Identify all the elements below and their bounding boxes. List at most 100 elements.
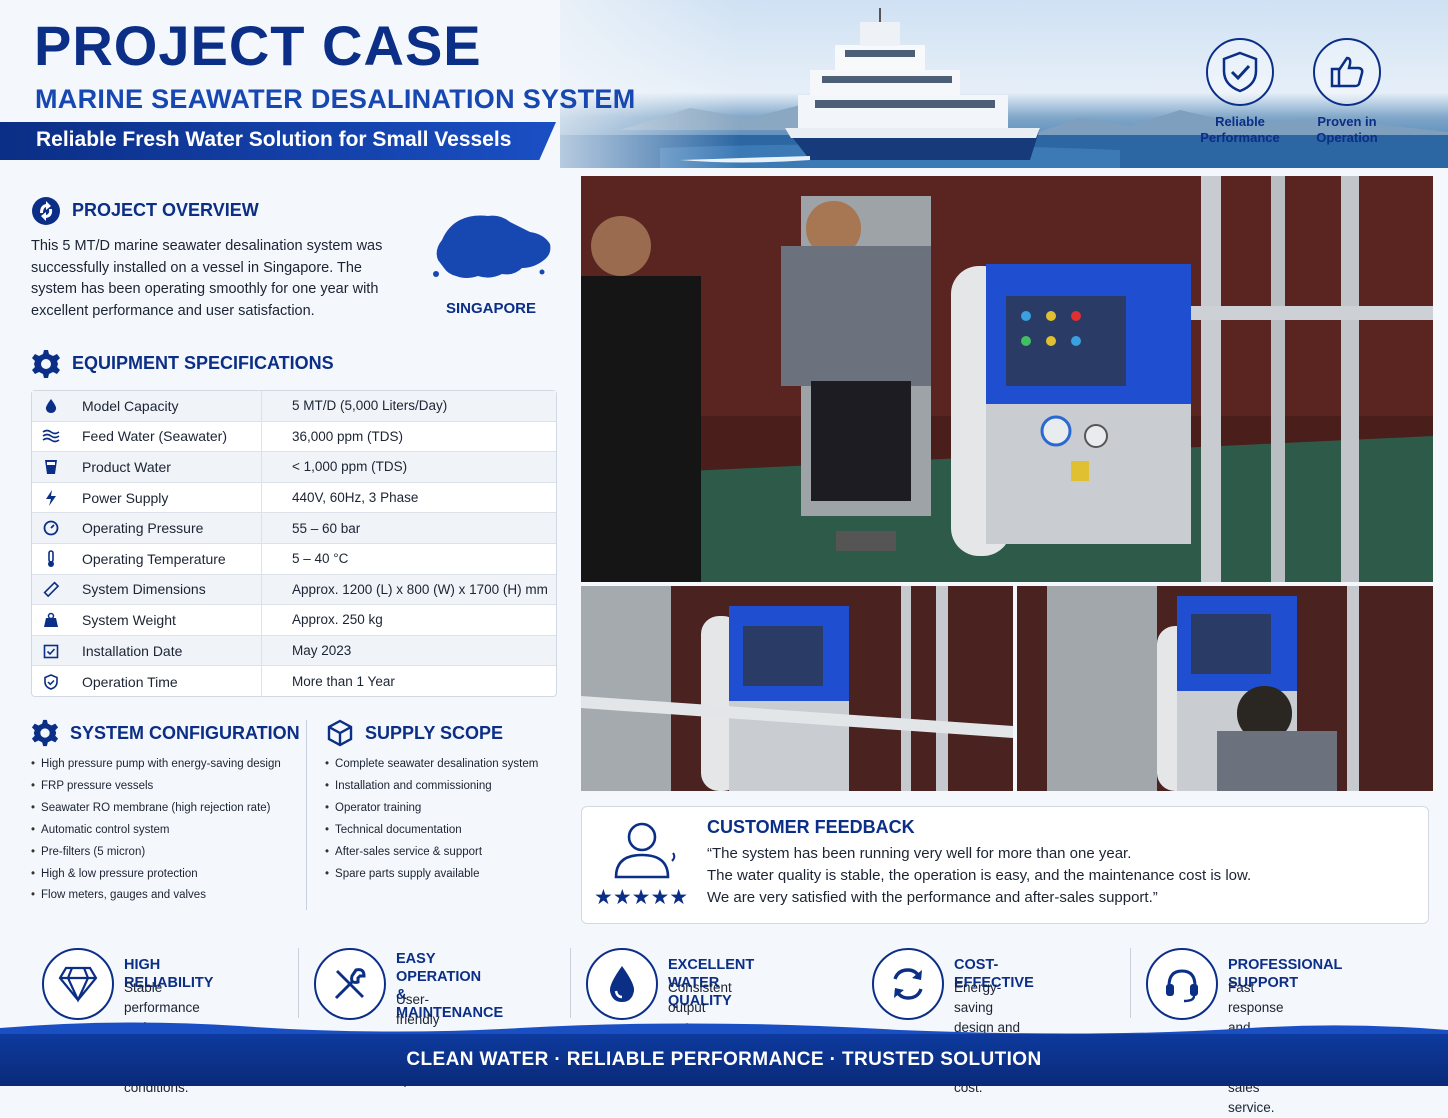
spec-value: Approx. 250 kg bbox=[292, 612, 383, 628]
table-row: System Dimensions Approx. 1200 (L) x 800… bbox=[32, 574, 556, 606]
feedback-quote-line: We are very satisfied with the performan… bbox=[707, 889, 1158, 906]
table-row: Operation Time More than 1 Year bbox=[32, 666, 556, 697]
list-item: Automatic control system bbox=[31, 820, 281, 842]
water-drop-icon bbox=[32, 398, 70, 414]
feature-title: EXCELLENT WATER QUALITY bbox=[668, 957, 755, 1009]
list-item: Spare parts supply available bbox=[325, 864, 538, 886]
table-row: Operating Pressure 55 – 60 bar bbox=[32, 513, 556, 544]
table-row: Model Capacity 5 MT/D (5,000 Liters/Day) bbox=[32, 391, 556, 422]
water-drop-icon bbox=[586, 948, 658, 1020]
spec-key: System Dimensions bbox=[70, 574, 262, 605]
installation-photo-right bbox=[1017, 586, 1433, 791]
tagline-banner: Reliable Fresh Water Solution for Small … bbox=[0, 122, 556, 160]
thermometer-icon bbox=[32, 549, 70, 568]
feature-title: HIGH RELIABILITY bbox=[124, 957, 214, 991]
overview-title: PROJECT OVERVIEW bbox=[72, 200, 259, 220]
list-item: Operator training bbox=[325, 798, 538, 820]
table-row: Feed Water (Seawater) 36,000 ppm (TDS) bbox=[32, 421, 556, 453]
feature-divider bbox=[298, 948, 299, 1018]
feedback-quote-line: The water quality is stable, the operati… bbox=[707, 867, 1252, 884]
supply-title: SUPPLY SCOPE bbox=[365, 723, 504, 743]
weight-icon bbox=[32, 612, 70, 628]
badge-proven-operation: Proven in Operation bbox=[1297, 38, 1397, 147]
list-item: FRP pressure vessels bbox=[31, 776, 281, 798]
specs-table: Model Capacity 5 MT/D (5,000 Liters/Day)… bbox=[31, 390, 557, 697]
list-item: Seawater RO membrane (high rejection rat… bbox=[31, 798, 281, 820]
configuration-title: SYSTEM CONFIGURATION bbox=[70, 723, 300, 743]
spec-key: Feed Water (Seawater) bbox=[70, 421, 262, 452]
lightning-icon bbox=[32, 489, 70, 506]
gauge-icon bbox=[32, 520, 70, 536]
calendar-check-icon bbox=[32, 643, 70, 659]
feature-title: EASY OPERATION & MAINTENANCE bbox=[396, 951, 504, 1021]
table-row: Power Supply 440V, 60Hz, 3 Phase bbox=[32, 482, 556, 514]
gear-icon bbox=[31, 719, 59, 747]
badge-reliable-performance: Reliable Performance bbox=[1190, 38, 1290, 147]
spec-value: 55 – 60 bar bbox=[292, 520, 361, 536]
box-icon bbox=[327, 719, 353, 747]
list-item: After-sales service & support bbox=[325, 842, 538, 864]
page-subtitle: MARINE SEAWATER DESALINATION SYSTEM bbox=[35, 84, 636, 114]
specs-title: EQUIPMENT SPECIFICATIONS bbox=[72, 353, 334, 373]
table-row: Installation Date May 2023 bbox=[32, 635, 556, 667]
footer-slogan: CLEAN WATER · RELIABLE PERFORMANCE · TRU… bbox=[406, 1049, 1042, 1070]
badge-label: Reliable Performance bbox=[1200, 114, 1280, 146]
spec-value: < 1,000 ppm (TDS) bbox=[292, 459, 408, 475]
diamond-icon bbox=[42, 948, 114, 1020]
spec-value: 36,000 ppm (TDS) bbox=[292, 428, 404, 444]
spec-key: Product Water bbox=[70, 452, 262, 482]
spec-key: Operating Pressure bbox=[70, 513, 262, 543]
ruler-icon bbox=[32, 581, 70, 598]
spec-value: More than 1 Year bbox=[292, 674, 395, 690]
refresh-icon bbox=[872, 948, 944, 1020]
spec-value: 5 – 40 °C bbox=[292, 551, 349, 567]
list-item: Installation and commissioning bbox=[325, 776, 538, 798]
list-item: Flow meters, gauges and valves bbox=[31, 885, 281, 907]
gear-icon bbox=[32, 350, 60, 378]
waves-icon bbox=[32, 429, 70, 443]
feature-title: COST-EFFECTIVE bbox=[954, 957, 1034, 991]
rating-stars: ★★★★★ bbox=[594, 886, 689, 909]
cup-icon bbox=[32, 459, 70, 475]
supply-list: Complete seawater desalination system In… bbox=[325, 754, 538, 885]
spec-key: System Weight bbox=[70, 605, 262, 635]
column-divider bbox=[306, 720, 307, 910]
spec-key: Operation Time bbox=[70, 666, 262, 697]
list-item: Technical documentation bbox=[325, 820, 538, 842]
badge-label: Proven in Operation bbox=[1316, 114, 1378, 146]
list-item: High pressure pump with energy-saving de… bbox=[31, 754, 281, 776]
feature-divider bbox=[1130, 948, 1131, 1018]
thumbs-up-icon bbox=[1313, 38, 1381, 106]
spec-value: 5 MT/D (5,000 Liters/Day) bbox=[292, 398, 448, 414]
shield-check-icon bbox=[1206, 38, 1274, 106]
spec-key: Operating Temperature bbox=[70, 543, 262, 574]
table-row: Product Water < 1,000 ppm (TDS) bbox=[32, 452, 556, 483]
customer-user-icon bbox=[614, 822, 676, 879]
spec-key: Model Capacity bbox=[70, 391, 262, 421]
spec-key: Power Supply bbox=[70, 482, 262, 513]
feature-title: PROFESSIONAL SUPPORT bbox=[1228, 957, 1343, 991]
headset-icon bbox=[1146, 948, 1218, 1020]
feedback-quote-line: “The system has been running very well f… bbox=[707, 845, 1132, 862]
singapore-map-icon bbox=[433, 215, 551, 278]
header: PROJECT CASE MARINE SEAWATER DESALINATIO… bbox=[0, 0, 1448, 168]
customer-feedback-card: ★★★★★ CUSTOMER FEEDBACK “The system has … bbox=[581, 806, 1429, 924]
installation-photo-main bbox=[581, 176, 1433, 582]
table-row: Operating Temperature 5 – 40 °C bbox=[32, 543, 556, 575]
spec-value: May 2023 bbox=[292, 643, 352, 659]
list-item: Pre-filters (5 micron) bbox=[31, 842, 281, 864]
shield-icon bbox=[32, 673, 70, 690]
installation-photo-left bbox=[581, 586, 1013, 791]
spec-value: Approx. 1200 (L) x 800 (W) x 1700 (H) mm bbox=[292, 581, 548, 597]
table-row: System Weight Approx. 250 kg bbox=[32, 605, 556, 636]
map-label: SINGAPORE bbox=[446, 300, 537, 317]
footer-banner bbox=[0, 1034, 1448, 1086]
tagline-text: Reliable Fresh Water Solution for Small … bbox=[36, 128, 512, 151]
spec-value: 440V, 60Hz, 3 Phase bbox=[292, 490, 419, 506]
page-title: PROJECT CASE bbox=[34, 14, 482, 77]
list-item: High & low pressure protection bbox=[31, 864, 281, 886]
spec-key: Installation Date bbox=[70, 635, 262, 666]
tools-icon bbox=[314, 948, 386, 1020]
overview-text: This 5 MT/D marine seawater desalination… bbox=[31, 238, 383, 319]
list-item: Complete seawater desalination system bbox=[325, 754, 538, 776]
